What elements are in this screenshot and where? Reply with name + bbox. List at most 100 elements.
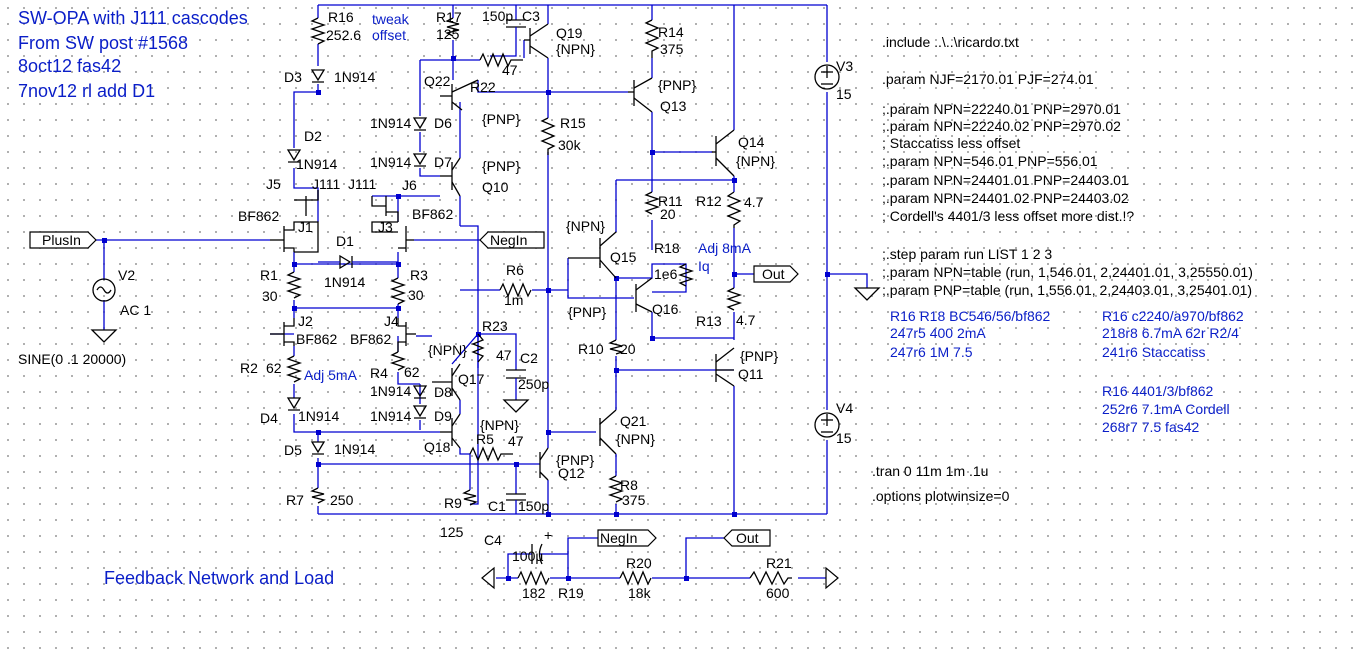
J4-symbol [397,318,416,352]
directive-comment: ;.step param run LIST 1 2 3 [882,246,1052,262]
j1-name: J1 [298,219,313,235]
J2-symbol [270,318,295,346]
J6-symbol [371,196,399,222]
Q22-symbol [440,79,479,111]
r3-name: R3 [410,267,428,283]
Q16-symbol [635,277,653,313]
R21-symbol [749,570,792,586]
ground-icon [853,287,881,301]
C2-symbol [506,369,526,388]
comment-col1-line: 247r5 400 2mA [890,325,986,341]
Q11-symbol [715,347,735,387]
title-line-1: SW-OPA with J111 cascodes [18,8,248,28]
v3-name: V3 [836,58,853,74]
v4-value: 15 [836,430,852,446]
r19-value: 182 [522,585,546,601]
d4-value: 1N914 [298,408,339,424]
r1-value: 30 [262,288,278,304]
R15-symbol [540,117,556,155]
title-block: SW-OPA with J111 cascodes From SW post #… [18,8,334,588]
feedback-right-arrow [825,566,839,590]
Q10-symbol [440,157,461,197]
r18-value: 1e6 [654,266,678,282]
R1-symbol [285,271,303,299]
r10-name: R10 [578,341,604,357]
r10-value: 20 [620,341,636,357]
r8-name: R8 [620,477,638,493]
r2-value: 62 [266,360,282,376]
R6-symbol [499,282,532,298]
v4-name: V4 [836,400,853,416]
R23-symbol [471,333,485,363]
r8-value: 375 [622,492,646,508]
r17-name: R17 [436,9,462,25]
R16-symbol [309,17,327,45]
title-line-4: 7nov12 rl add D1 [18,81,155,101]
v2-sine: SINE(0 .1 20000) [18,351,126,367]
q14-value: {NPN} [736,153,775,169]
d1-value: 1N914 [324,274,365,290]
source-labels: V2 AC 1 SINE(0 .1 20000) V3 15 V4 15 [18,58,853,446]
feedback-left-arrow [481,566,495,590]
q16-value: {PNP} [568,304,606,320]
r12-value: 4.7 [744,194,764,210]
q18-value: {NPN} [480,417,519,433]
ground-icon [90,329,118,343]
directive-comment: ;.param NPN=table (run, 1,546.01, 2,2440… [882,264,1253,280]
note-tweak: tweak [372,11,410,27]
svg-text:+: + [544,527,552,543]
r5-value: 47 [508,433,524,449]
q11-name: Q11 [738,366,764,382]
Q12-symbol [539,447,549,481]
c2-name: C2 [520,350,538,366]
capacitors: + [506,19,552,565]
out-port-top [753,265,799,283]
r22-value: 47 [502,62,518,78]
d1-name: D1 [336,233,354,249]
directive-comment: ;.param PNP=table (run, 1,556.01, 2,2440… [882,282,1252,298]
Q17-symbol [432,363,461,401]
q10-value: {PNP} [482,158,520,174]
negin-port-top-label: NegIn [490,232,527,248]
r3-value: 30 [408,287,424,303]
r2-name: R2 [240,360,258,376]
r6-value: 1m [504,292,523,308]
j2-value: BF862 [296,331,337,347]
d9-name: D9 [434,408,452,424]
J3-symbol [371,221,414,252]
d5-value: 1N914 [334,441,375,457]
j6-value: J111 [348,176,376,192]
C3-symbol [506,19,526,34]
R8-symbol [607,475,625,503]
Q18-symbol [440,413,461,449]
q22-name: Q22 [424,73,451,89]
R9-symbol [462,489,478,506]
negin-port-fb [597,529,657,547]
r18-name: R18 [654,240,680,256]
r6-name: R6 [506,262,524,278]
comment-col2-line: R16 c2240/a970/bf862 [1102,308,1244,324]
voltage-sources [92,64,840,438]
d2-value: 1N914 [296,156,337,172]
d6-value: 1N914 [370,115,411,131]
v3-value: 15 [836,86,852,102]
q15-value: {NPN} [566,218,605,234]
q17-name: Q17 [458,371,485,387]
Q13-symbol [628,77,653,113]
j2-name: J2 [298,313,313,329]
D9-symbol [412,405,428,419]
R18-symbol [677,263,695,287]
D4-symbol [286,397,302,411]
q19-value: {NPN} [556,41,595,57]
R22-symbol [479,52,523,68]
D5-symbol [310,441,326,455]
directive-comment: ; Cordell's 4401/3 less offset more dist… [882,208,1134,224]
r4-name: R4 [370,365,388,381]
q11-value: {PNP} [740,348,778,364]
comment-col1-line: R16 R18 BC546/56/bf862 [890,308,1051,324]
ground-icon [502,399,530,413]
spice-directives: .include ..\..\ricardo.txt .param NJF=21… [872,34,1253,504]
r9-value: 125 [440,524,464,540]
c2-value: 250p [518,376,549,392]
R13-symbol [725,287,743,311]
